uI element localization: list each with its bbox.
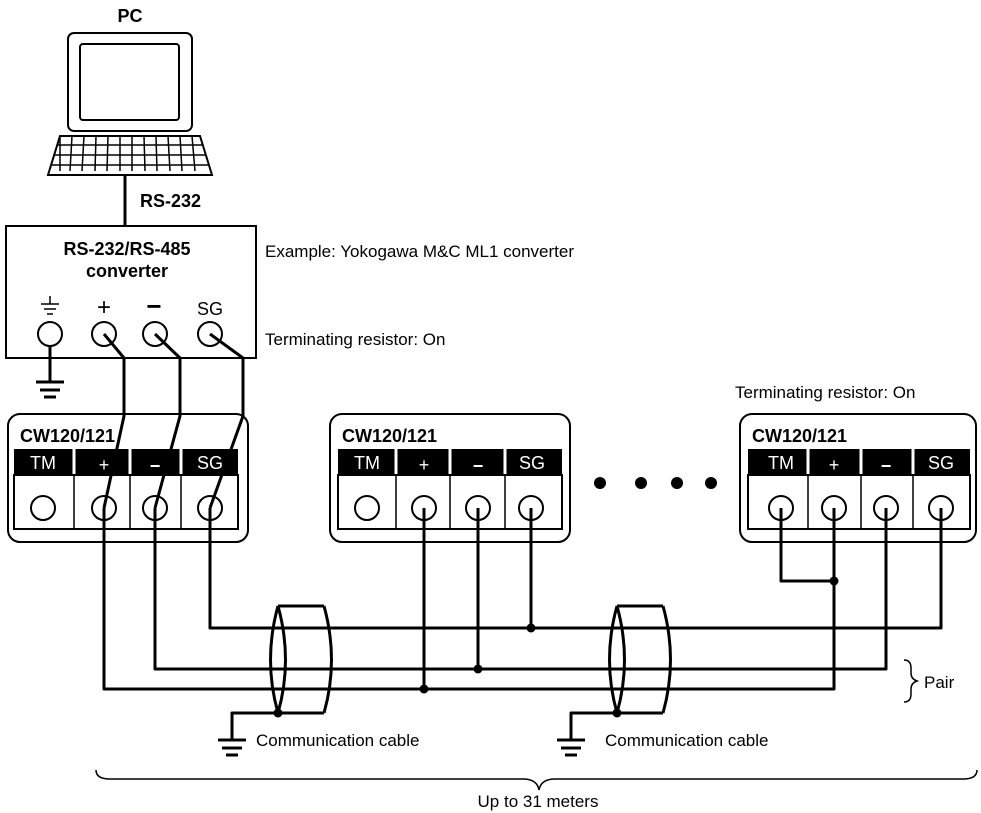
junction-dot (473, 664, 483, 674)
device-1-title: CW120/121 (20, 426, 115, 446)
device-2-title: CW120/121 (342, 426, 437, 446)
terminating-jumper (779, 508, 834, 583)
wire-plus-converter-device1 (102, 333, 126, 509)
converter-box: RS-232/RS-485 converter + − SG (5, 225, 257, 359)
keyboard-icon (46, 135, 214, 176)
bus-sg-line (208, 508, 943, 630)
device-2-tm-terminal (354, 495, 380, 521)
device-1-minus-label: − (150, 456, 161, 476)
device-1-tm-terminal (30, 495, 56, 521)
monitor-icon (67, 32, 193, 132)
pc: PC (46, 6, 214, 176)
converter-earth-ground-icon (36, 346, 64, 399)
cable-shield-1 (218, 604, 333, 757)
device-3-minus-label: − (881, 456, 892, 476)
rs232-label: RS-232 (140, 191, 201, 211)
pair-brace (903, 659, 920, 703)
cable-1-label: Communication cable (256, 731, 419, 750)
device-3-plus-label: + (829, 455, 840, 475)
bus-minus-line (153, 508, 888, 671)
ground-icon (41, 296, 59, 315)
device-2-sg-label: SG (519, 453, 545, 473)
device-1-sg-label: SG (197, 453, 223, 473)
length-brace (95, 769, 978, 791)
junction-dot (419, 684, 429, 694)
cable-2-ground-icon (557, 738, 585, 757)
converter-sg-label: SG (197, 299, 223, 319)
junction-dot (829, 576, 839, 586)
converter-resistor-note: Terminating resistor: On (265, 330, 445, 349)
device-3-sg-label: SG (928, 453, 954, 473)
converter-example-note: Example: Yokogawa M&C ML1 converter (265, 242, 574, 261)
device-3-title: CW120/121 (752, 426, 847, 446)
device-3: CW120/121 TM + − SG (739, 413, 977, 543)
cable-2-label: Communication cable (605, 731, 768, 750)
device-1-tm-label: TM (30, 453, 56, 473)
converter-plus-label: + (97, 294, 111, 321)
length-label: Up to 31 meters (478, 792, 599, 811)
pair-label: Pair (924, 673, 955, 692)
device-1-plus-label: + (99, 455, 110, 475)
device-2: CW120/121 TM + − SG (329, 413, 571, 543)
pc-label: PC (117, 6, 142, 26)
converter-ground-terminal (37, 321, 63, 347)
junction-dot (526, 623, 536, 633)
last-device-resistor-note: Terminating resistor: On (735, 383, 915, 402)
bus-plus-line (102, 508, 836, 691)
wire-minus-converter-device1 (153, 332, 182, 509)
wire-sg-converter-device1 (208, 332, 245, 509)
device-2-tm-label: TM (354, 453, 380, 473)
cable-shield-2 (557, 604, 672, 757)
more-devices-ellipsis (594, 477, 717, 489)
device-2-plus-label: + (419, 455, 430, 475)
cable-1-ground-icon (218, 738, 246, 757)
converter-title: RS-232/RS-485 (63, 239, 190, 259)
device-1: CW120/121 TM + − SG (7, 413, 249, 543)
device-2-minus-label: − (473, 456, 484, 476)
converter-subtitle: converter (86, 261, 168, 281)
converter-minus-label: − (146, 291, 161, 321)
device-3-tm-label: TM (768, 453, 794, 473)
